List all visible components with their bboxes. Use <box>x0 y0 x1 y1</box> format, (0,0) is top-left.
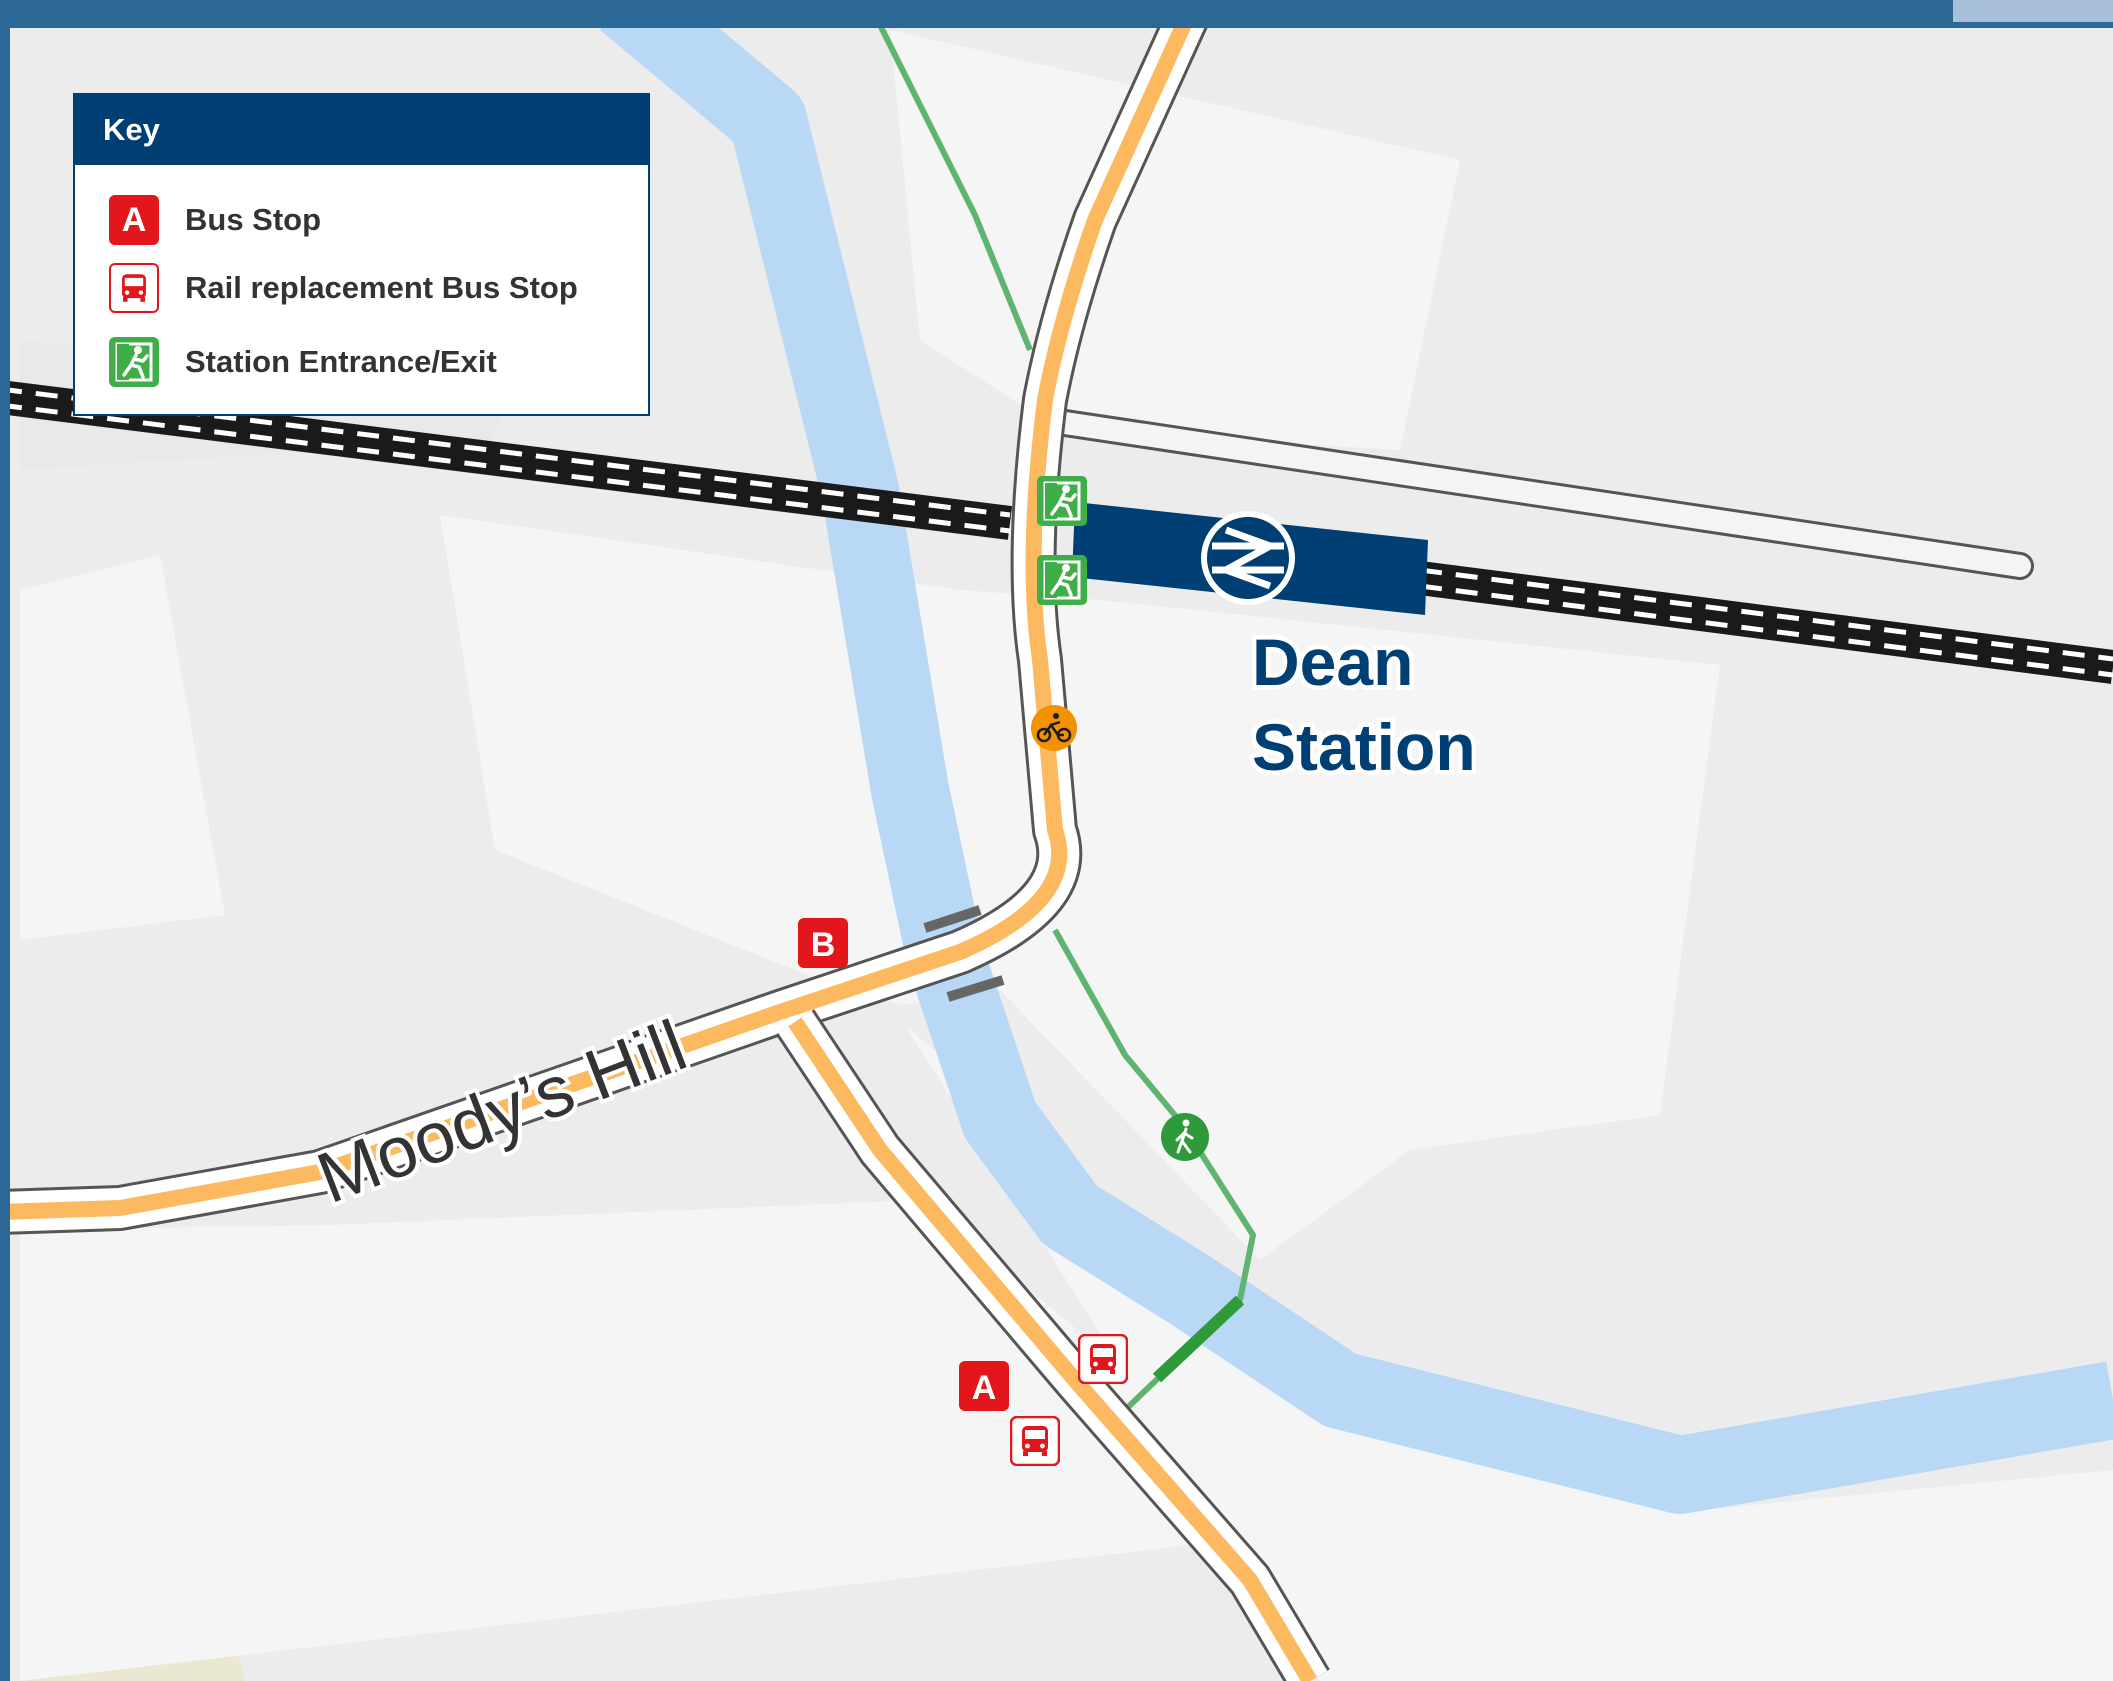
cycle-route-icon[interactable] <box>1031 705 1077 751</box>
river <box>599 0 2113 1514</box>
footpath-north <box>877 23 1033 352</box>
building-south-east <box>905 1025 2113 1681</box>
roads <box>0 0 1330 1681</box>
station-name-line1: Dean <box>1252 625 1413 699</box>
map-key: Key A Bus Stop Rail replacement Bus Stop <box>73 93 650 416</box>
bus-stop-a-letter: A <box>972 1369 997 1407</box>
bus-stop-b[interactable]: B <box>798 918 848 968</box>
key-item-station-exit: Station Entrance/Exit <box>109 336 497 388</box>
south-road <box>788 1017 1317 1681</box>
footbridge <box>1152 1295 1245 1383</box>
key-item-rail-replacement: Rail replacement Bus Stop <box>109 262 578 314</box>
bus-stop-a[interactable]: A <box>959 1361 1009 1411</box>
building-station-south <box>1200 705 1440 1030</box>
building-central <box>440 515 1720 1260</box>
rail-replacement-bus-icon <box>109 263 159 313</box>
station-name-line2: Station <box>1252 710 1476 784</box>
key-item-label: Station Entrance/Exit <box>185 344 497 379</box>
left-frame-edge <box>0 0 10 1681</box>
top-banner <box>0 0 2113 28</box>
rail-replacement-bus-icon[interactable] <box>1078 1334 1128 1384</box>
station-exit-icon[interactable] <box>1037 476 1087 526</box>
national-rail-icon <box>1201 511 1295 605</box>
railway-line-east <box>1417 561 2113 684</box>
key-item-bus-stop: A Bus Stop <box>109 194 321 246</box>
key-item-label: Rail replacement Bus Stop <box>185 270 578 305</box>
bridge-deck-north <box>923 905 982 933</box>
railway-line-west <box>0 380 1013 540</box>
building-north-east <box>890 30 1460 450</box>
bus-stop-icon: A <box>109 195 159 245</box>
moodys-hill-road <box>0 0 1203 1220</box>
top-banner-tab <box>1953 0 2113 22</box>
access-road <box>1054 412 2031 577</box>
bridge-deck-south <box>946 975 1005 1002</box>
rail-replacement-bus-icon[interactable] <box>1010 1416 1060 1466</box>
footpaths <box>877 23 1257 1413</box>
building-west <box>20 555 225 940</box>
key-title: Key <box>75 95 648 165</box>
walking-route-icon[interactable] <box>1161 1113 1209 1161</box>
bus-stop-b-letter: B <box>811 926 836 964</box>
key-item-label: Bus Stop <box>185 202 322 237</box>
station-exit-icon[interactable] <box>1037 555 1087 605</box>
station-exit-icon <box>109 337 159 387</box>
